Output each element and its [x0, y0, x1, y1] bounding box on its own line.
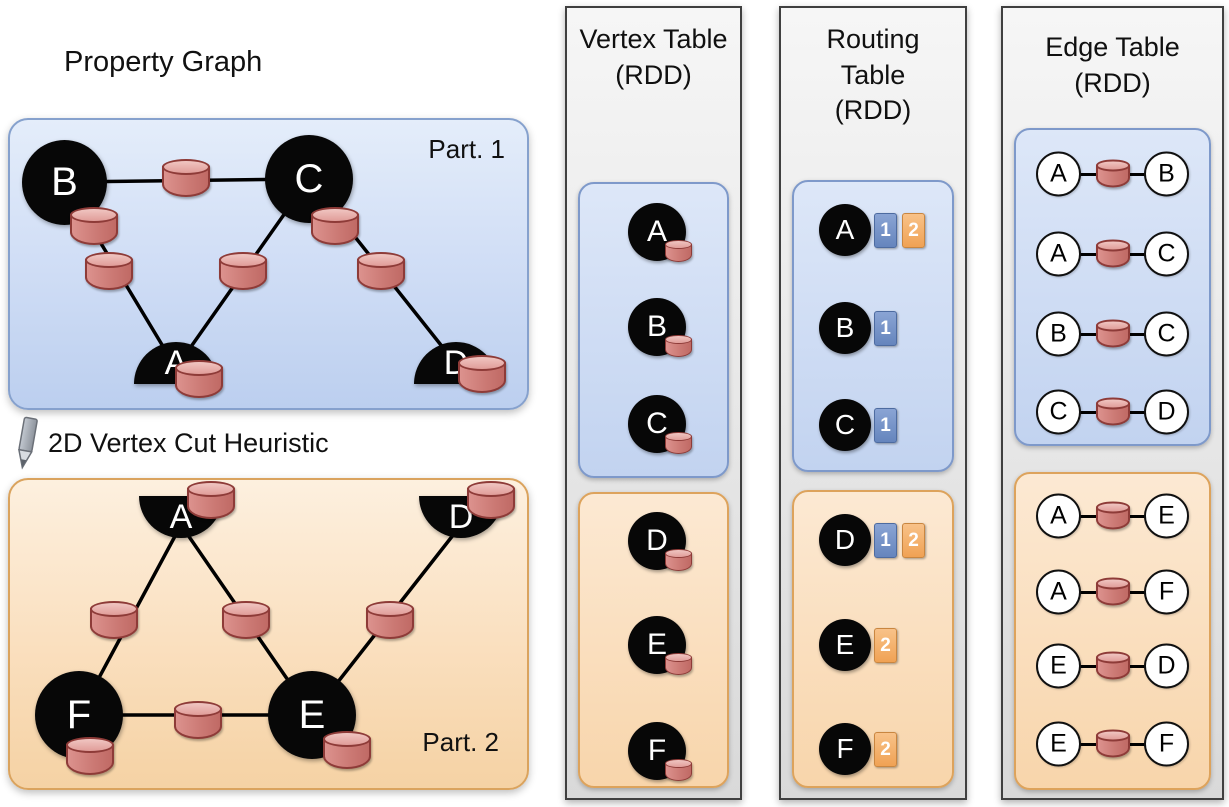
edge-src-vertex: E [1036, 721, 1081, 767]
edge-src-vertex: B [1036, 311, 1081, 357]
edge-dst-vertex: B [1144, 151, 1189, 197]
edge-table-partition-1: A B A C B C C D [1014, 128, 1211, 446]
routing-partition-badge: 2 [902, 523, 925, 558]
routing-partition-badge: 1 [874, 213, 897, 248]
pencil-icon [17, 416, 38, 470]
database-icon [175, 360, 223, 398]
edge-src-vertex: E [1036, 643, 1081, 689]
database-icon [1095, 501, 1130, 530]
database-icon [1095, 397, 1130, 426]
database-icon [665, 432, 692, 454]
vertex-cut-heuristic-label: 2D Vertex Cut Heuristic [48, 428, 329, 458]
edge-table-subtitle: (RDD) [1074, 67, 1151, 98]
database-icon [70, 207, 118, 245]
database-icon [665, 759, 692, 781]
database-icon [219, 252, 267, 290]
database-icon [222, 601, 270, 639]
routing-partition-badge: 2 [874, 732, 897, 767]
database-icon [1095, 577, 1130, 606]
edge-row-bc: B C [1024, 310, 1201, 358]
edge-row-ac: A C [1024, 230, 1201, 278]
routing-entry-e: E [819, 619, 871, 671]
edge-row-cd: C D [1024, 388, 1201, 436]
edge-dst-vertex: F [1144, 721, 1189, 767]
routing-entry-a: A [819, 204, 871, 256]
vertex-table-panel: Vertex Table (RDD) A B C D E F [565, 6, 742, 800]
database-icon [357, 252, 405, 290]
vertex-table-partition-2: D E F [578, 492, 729, 788]
partition-2-box: Part. 2 A D F E [8, 478, 529, 790]
edge-table-panel: Edge Table (RDD) A B A C B C [1001, 6, 1224, 800]
database-icon [323, 731, 371, 769]
vertex-table-entry-b: B [628, 298, 686, 356]
database-icon [665, 240, 692, 262]
partition-2-label: Part. 2 [422, 727, 499, 757]
database-icon [665, 549, 692, 571]
routing-table-partition-2: D 1 2 E 2 F 2 [792, 490, 954, 788]
database-icon [187, 481, 235, 519]
routing-table-title: Routing Table (RDD) [805, 22, 941, 129]
edge-src-vertex: A [1036, 493, 1081, 539]
database-icon [174, 701, 222, 739]
routing-partition-badge: 1 [874, 408, 897, 443]
database-icon [1095, 651, 1130, 680]
edge-row-ae: A E [1024, 492, 1201, 540]
edge-table-partition-2: A E A F E D E F [1014, 472, 1211, 790]
database-icon [1095, 729, 1130, 758]
edge-row-ab: A B [1024, 150, 1201, 198]
routing-entry-b: B [819, 302, 871, 354]
partition-1-box: Part. 1 B C A D [8, 118, 529, 410]
database-icon [1095, 239, 1130, 268]
database-icon [85, 252, 133, 290]
routing-partition-badge: 1 [874, 311, 897, 346]
routing-table-title-text: Routing Table [826, 24, 920, 90]
database-icon [162, 159, 210, 197]
vertex-table-title: Vertex Table (RDD) [573, 22, 734, 93]
database-icon [1095, 319, 1130, 348]
edge-table-title-text: Edge Table [1045, 32, 1180, 62]
database-icon [311, 207, 359, 245]
routing-entry-d: D [819, 514, 871, 566]
edge-dst-vertex: C [1144, 311, 1189, 357]
routing-table-panel: Routing Table (RDD) A 1 2 B 1 C 1 D 1 2 … [779, 6, 967, 800]
partition-1-label: Part. 1 [428, 134, 505, 164]
vertex-table-partition-1: A B C [578, 182, 729, 478]
database-icon [665, 335, 692, 357]
database-icon [1095, 159, 1130, 188]
database-icon [366, 601, 414, 639]
edge-row-ef: E F [1024, 720, 1201, 768]
edge-dst-vertex: D [1144, 389, 1189, 435]
edge-dst-vertex: E [1144, 493, 1189, 539]
routing-entry-c: C [819, 399, 871, 451]
database-icon [66, 737, 114, 775]
vertex-table-subtitle: (RDD) [615, 59, 692, 90]
edge-dst-vertex: C [1144, 231, 1189, 277]
edge-dst-vertex: F [1144, 569, 1189, 615]
routing-entry-f: F [819, 723, 871, 775]
edge-table-title: Edge Table (RDD) [1009, 30, 1216, 101]
routing-partition-badge: 1 [874, 523, 897, 558]
database-icon [90, 601, 138, 639]
routing-partition-badge: 2 [902, 213, 925, 248]
edge-src-vertex: A [1036, 231, 1081, 277]
vertex-table-title-text: Vertex Table [579, 24, 728, 54]
routing-partition-badge: 2 [874, 628, 897, 663]
edge-src-vertex: A [1036, 151, 1081, 197]
database-icon [458, 355, 506, 393]
database-icon [665, 653, 692, 675]
routing-table-partition-1: A 1 2 B 1 C 1 [792, 180, 954, 472]
edge-src-vertex: C [1036, 389, 1081, 435]
database-icon [467, 481, 515, 519]
edge-src-vertex: A [1036, 569, 1081, 615]
property-graph-title: Property Graph [64, 46, 263, 78]
edge-row-af: A F [1024, 568, 1201, 616]
edge-dst-vertex: D [1144, 643, 1189, 689]
routing-table-subtitle: (RDD) [834, 95, 912, 126]
edge-row-ed: E D [1024, 642, 1201, 690]
